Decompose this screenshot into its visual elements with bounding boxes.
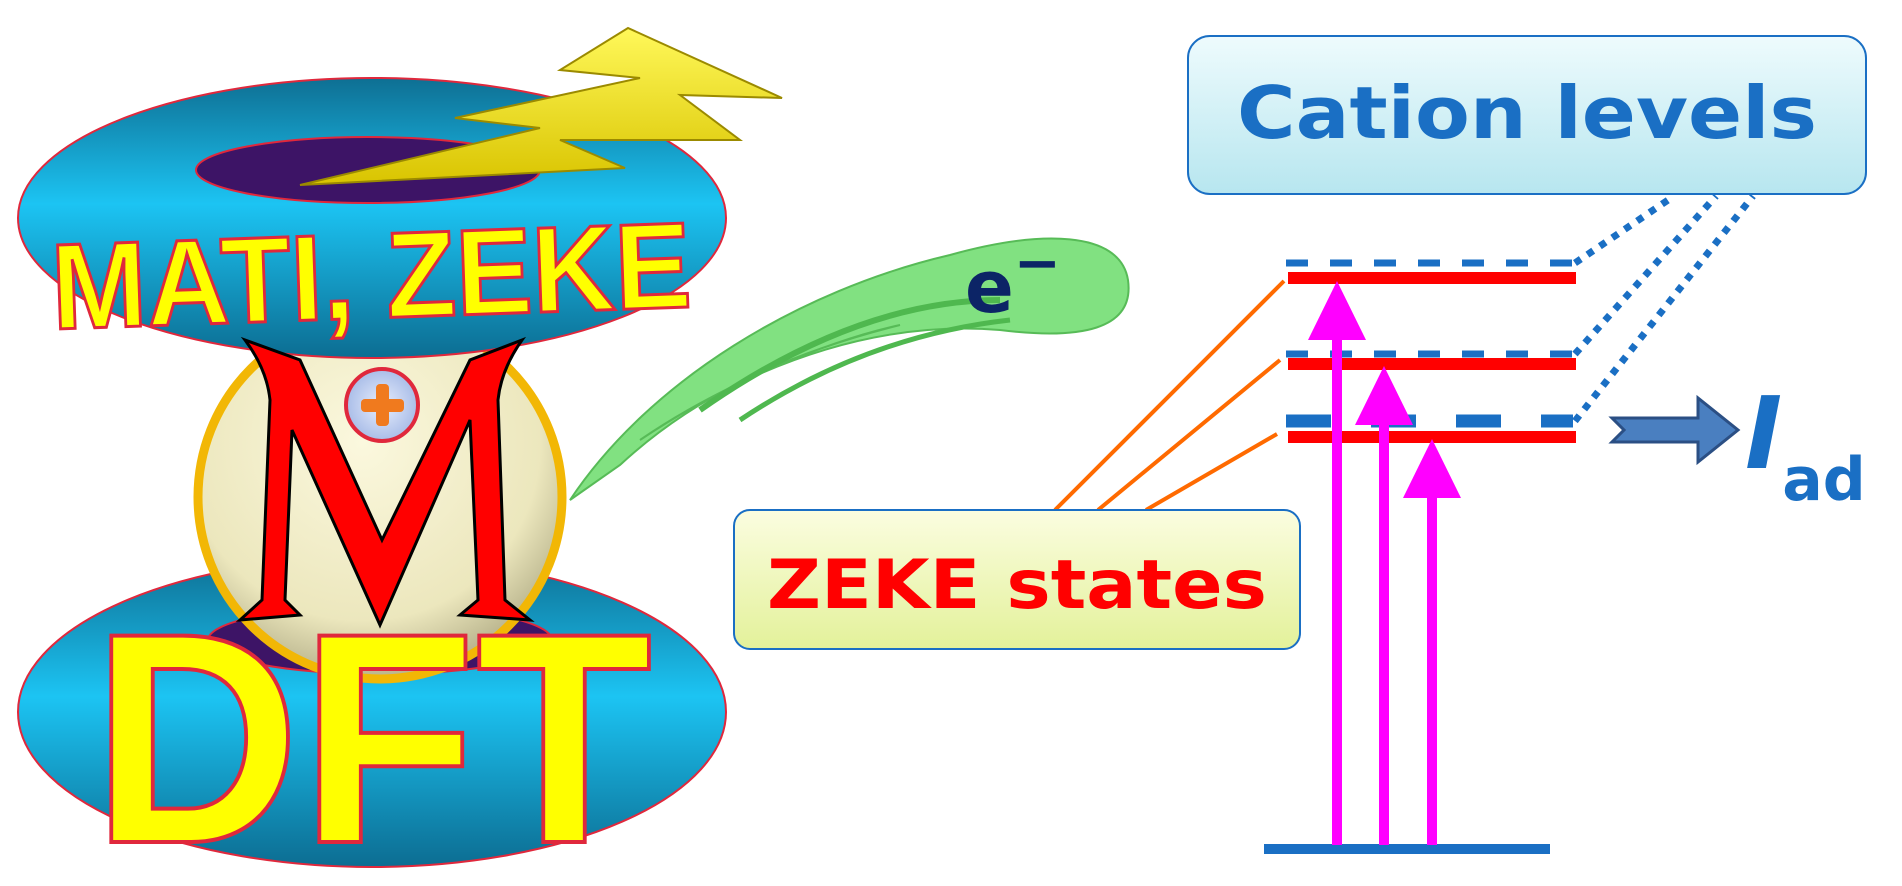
excitation-arrows — [1308, 281, 1461, 845]
zeke-connectors — [1053, 279, 1286, 512]
bottom-ring-text: DFT — [92, 570, 652, 886]
top-ring-text: MATI, ZEKE — [49, 197, 693, 355]
zeke-states-box: ZEKE states — [733, 509, 1301, 650]
cation-plus-icon — [344, 367, 420, 443]
right-arrow-icon — [1608, 394, 1741, 466]
cation-levels-box: Cation levels — [1187, 35, 1867, 195]
cation-levels-label: Cation levels — [1237, 71, 1817, 155]
center-letter-m-logo — [235, 336, 535, 629]
zeke-states-label: ZEKE states — [767, 546, 1267, 625]
logo: MATI, ZEKE DFT — [17, 26, 783, 886]
cation-dotted-connectors — [1572, 193, 1756, 424]
cation-levels — [1286, 259, 1573, 428]
lightning-bolt-icon — [299, 26, 783, 186]
electron-comet: e− — [569, 231, 1130, 501]
ionization-energy-label: Iad — [1745, 375, 1866, 515]
electron-label: e− — [965, 231, 1061, 329]
